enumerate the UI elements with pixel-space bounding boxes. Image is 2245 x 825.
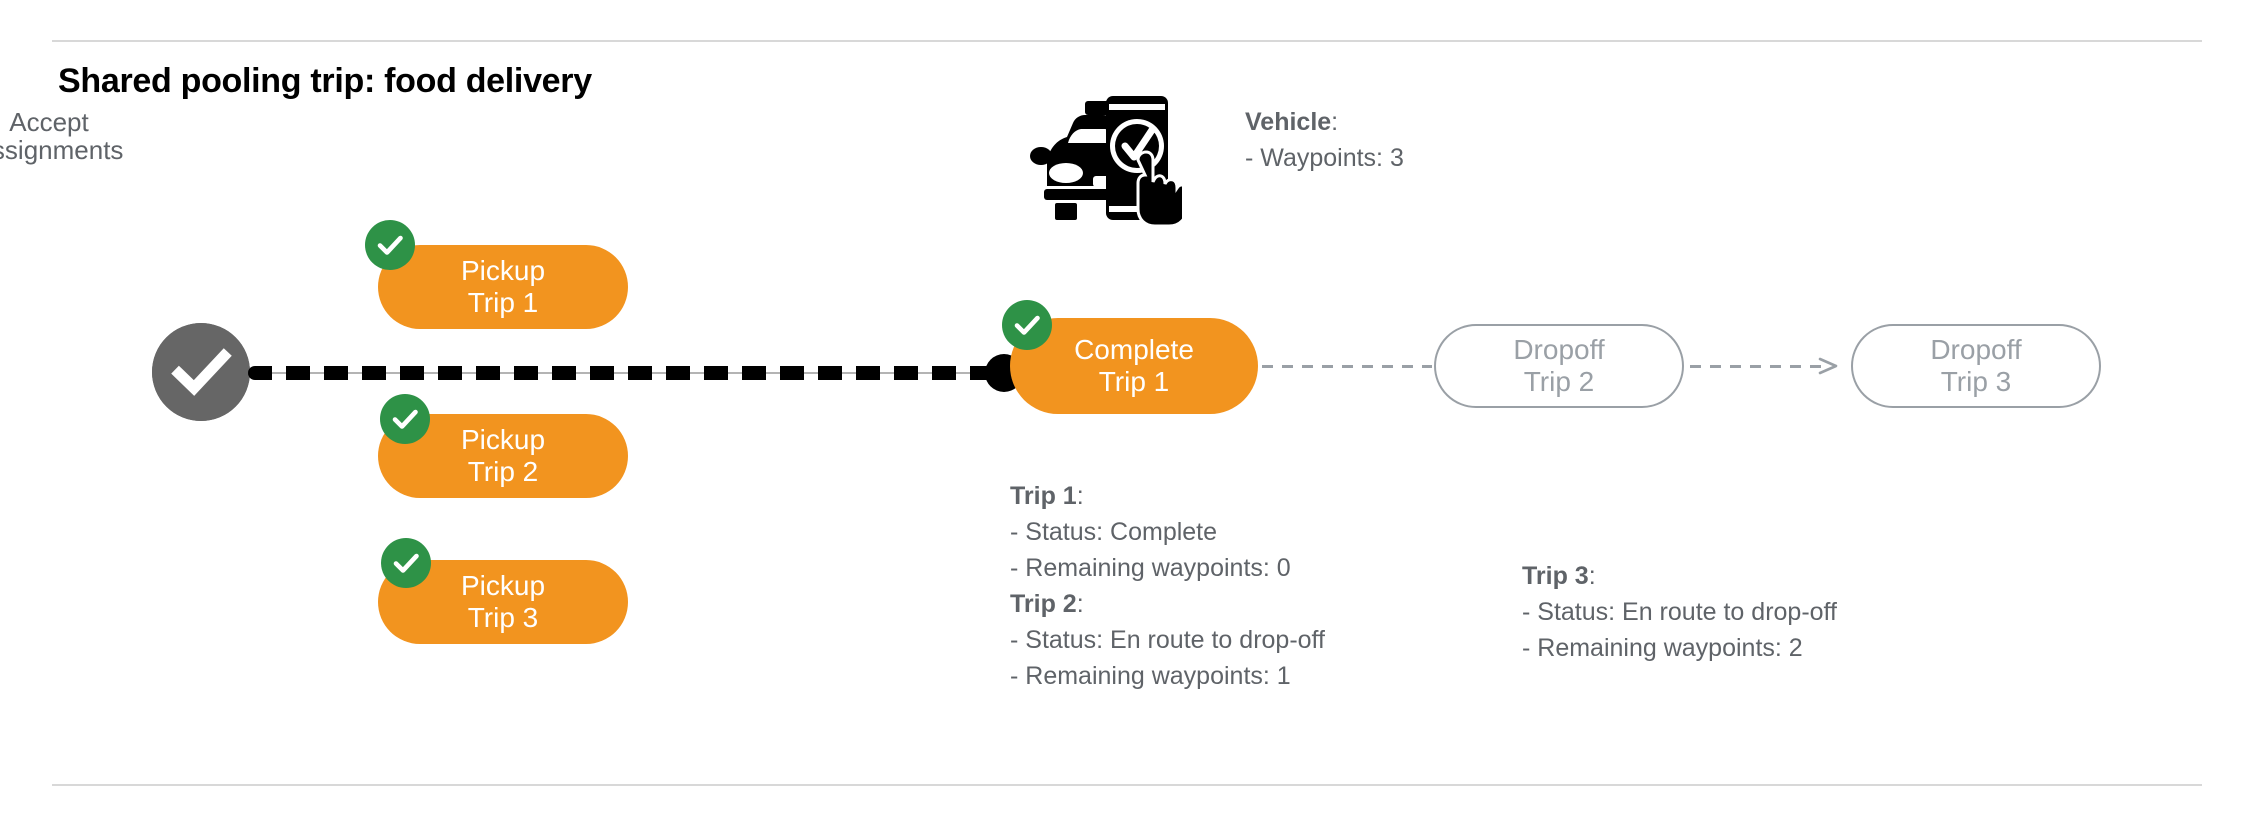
dropoff2-to-dropoff3-connector xyxy=(1690,365,1822,368)
trip-2-heading-colon: : xyxy=(1076,590,1084,618)
pickup-trip-3-line2: Trip 3 xyxy=(467,602,539,633)
accept-label-line1: Accept xyxy=(9,107,89,137)
trip-2-heading: Trip 2: xyxy=(1010,586,1325,622)
check-badge-icon-complete-1 xyxy=(1002,300,1052,350)
pickup-trip-2-pill[interactable]: Pickup Trip 2 xyxy=(378,414,628,498)
trip-1-status-line: - Status: Complete xyxy=(1010,518,1218,546)
pickup-trip-1-line2: Trip 1 xyxy=(467,287,539,318)
vehicle-info-heading-text: Vehicle xyxy=(1245,108,1332,136)
trip-3-info-block: Trip 3: - Status: En route to drop-off -… xyxy=(1522,558,1837,666)
complete-to-dropoff2-connector xyxy=(1262,365,1432,368)
vehicle-waypoints-line: - Waypoints: 3 xyxy=(1245,144,1404,172)
trip-3-heading-colon: : xyxy=(1588,562,1596,590)
dropoff-trip-2-line1: Dropoff xyxy=(1513,333,1605,365)
accept-assignments-node[interactable] xyxy=(152,323,250,421)
dropoff-trip-3-line1: Dropoff xyxy=(1930,333,2022,365)
pickup-trip-2-line1: Pickup xyxy=(460,423,546,455)
check-badge-icon-pickup-1 xyxy=(365,220,415,270)
top-divider xyxy=(52,40,2202,42)
check-badge-icon-pickup-3 xyxy=(381,538,431,588)
pickup-trip-2-line2: Trip 2 xyxy=(467,456,539,487)
check-circle-icon xyxy=(152,323,250,421)
trip-3-status-line: - Status: En route to drop-off xyxy=(1522,598,1837,626)
dropoff-trip-3-pill[interactable]: Dropoff Trip 3 xyxy=(1851,324,2101,408)
car-phone-check-icon xyxy=(1030,88,1189,228)
trip-1-2-info-block: Trip 1: - Status: Complete - Remaining w… xyxy=(1010,478,1325,694)
trip-1-heading: Trip 1: xyxy=(1010,478,1325,514)
trip-3-heading-text: Trip 3 xyxy=(1522,562,1589,590)
pickup-trip-1-line1: Pickup xyxy=(460,254,546,286)
dropoff-trip-2-pill[interactable]: Dropoff Trip 2 xyxy=(1434,324,1684,408)
vehicle-info-heading-colon: : xyxy=(1331,108,1339,136)
dropoff-trip-2-line2: Trip 2 xyxy=(1523,366,1595,397)
trip-1-heading-colon: : xyxy=(1076,482,1084,510)
trip-1-heading-text: Trip 1 xyxy=(1010,482,1077,510)
dropoff-trip-3-line2: Trip 3 xyxy=(1940,366,2012,397)
trip-3-heading: Trip 3: xyxy=(1522,558,1837,594)
accept-assignments-label: Accept Assignments xyxy=(0,108,146,164)
vehicle-info-heading: Vehicle: xyxy=(1245,104,1404,140)
page-title: Shared pooling trip: food delivery xyxy=(58,62,592,100)
connector-dashes xyxy=(248,366,1008,380)
arrow-head-icon xyxy=(1818,355,1842,379)
accept-label-line2: Assignments xyxy=(0,135,124,166)
complete-trip-1-line2: Trip 1 xyxy=(1098,366,1170,397)
accept-to-complete-connector xyxy=(248,366,1008,380)
trip-2-status-line: - Status: En route to drop-off xyxy=(1010,626,1325,654)
check-badge-icon-pickup-2 xyxy=(380,394,430,444)
trip-1-waypoints-line: - Remaining waypoints: 0 xyxy=(1010,554,1291,582)
trip-2-heading-text: Trip 2 xyxy=(1010,590,1077,618)
bottom-divider xyxy=(52,784,2202,786)
complete-trip-1-line1: Complete xyxy=(1074,333,1194,365)
pickup-trip-1-pill[interactable]: Pickup Trip 1 xyxy=(378,245,628,329)
pickup-trip-3-line1: Pickup xyxy=(460,569,546,601)
vehicle-info-block: Vehicle: - Waypoints: 3 xyxy=(1245,104,1404,176)
trip-2-waypoints-line: - Remaining waypoints: 1 xyxy=(1010,662,1291,690)
complete-trip-1-pill[interactable]: Complete Trip 1 xyxy=(1010,318,1258,414)
trip-3-waypoints-line: - Remaining waypoints: 2 xyxy=(1522,634,1803,662)
